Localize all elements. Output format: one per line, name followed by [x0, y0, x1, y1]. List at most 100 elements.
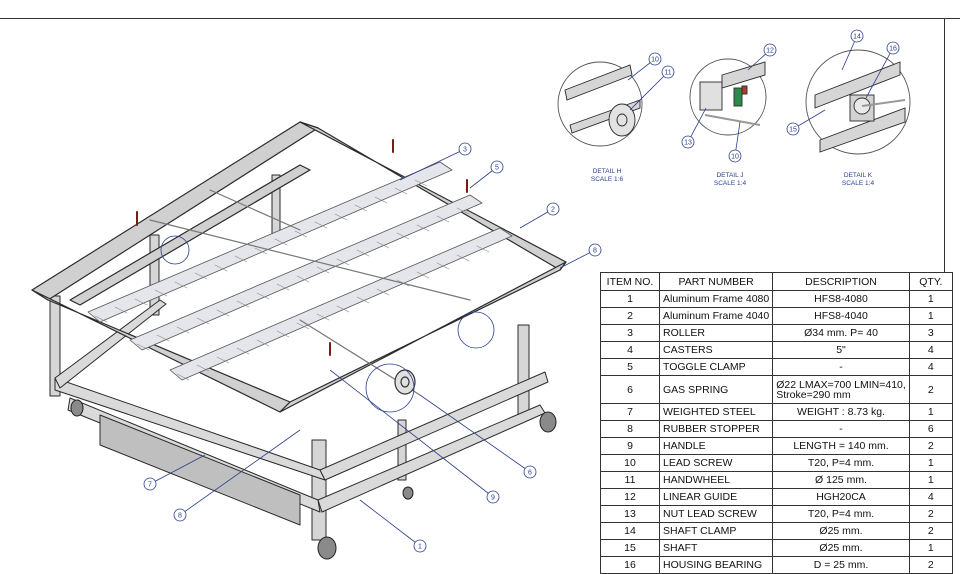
bom-item-no: 12 — [600, 488, 660, 506]
bom-description: LENGTH = 140 mm. — [772, 437, 910, 455]
bom-description: Ø22 LMAX=700 LMIN=410,Stroke=290 mm — [772, 375, 910, 404]
bom-part-number: CASTERS — [658, 341, 774, 359]
bom-description: D = 25 mm. — [772, 556, 910, 574]
detail-j-view — [689, 58, 767, 136]
bom-qty: 1 — [908, 290, 953, 308]
bom-part-number: RUBBER STOPPER — [658, 420, 774, 438]
bom-qty: 1 — [908, 539, 953, 557]
bom-description: 5" — [772, 341, 910, 359]
bom-part-number: HANDWHEEL — [658, 471, 774, 489]
bom-description-line-1: Ø22 LMAX=700 LMIN=410, — [776, 378, 906, 391]
balloon-12: 12 — [766, 48, 774, 55]
detail-k-caption: DETAIL K SCALE 1:4 — [823, 172, 893, 188]
detail-j-scale: SCALE 1:4 — [713, 180, 747, 187]
bom-part-number: Aluminum Frame 4040 — [658, 307, 774, 325]
detail-h-view — [557, 61, 643, 147]
bom-description-line-2: Stroke=290 mm — [776, 388, 851, 401]
bom-description: Ø 125 mm. — [772, 471, 910, 489]
balloon-14: 14 — [853, 34, 861, 41]
balloon-9: 9 — [491, 495, 495, 502]
bom-header-description: DESCRIPTION — [772, 272, 910, 291]
balloon-1: 1 — [418, 544, 422, 551]
detail-h-title: DETAIL H — [592, 168, 622, 175]
bom-qty: 2 — [908, 437, 953, 455]
lower-frame — [54, 299, 549, 513]
bom-item-no: 15 — [600, 539, 660, 557]
bom-part-number: HANDLE — [658, 437, 774, 455]
bom-part-number: NUT LEAD SCREW — [658, 505, 774, 523]
bom-part-number: LEAD SCREW — [658, 454, 774, 472]
detail-h-scale: SCALE 1:6 — [590, 176, 624, 183]
detail-h-caption: DETAIL H SCALE 1:6 — [572, 168, 642, 184]
bom-description: T20, P=4 mm. — [772, 505, 910, 523]
bom-description: Ø25 mm. — [772, 539, 910, 557]
balloon-10-j: 10 — [731, 154, 739, 161]
casters — [70, 399, 557, 560]
bom-qty: 2 — [908, 505, 953, 523]
detail-k-scale: SCALE 1:4 — [841, 180, 875, 187]
bom-item-no: 6 — [600, 375, 660, 404]
bom-part-number: SHAFT — [658, 539, 774, 557]
detail-k-view — [805, 49, 911, 155]
detail-k-title: DETAIL K — [843, 172, 873, 179]
bom-item-no: 10 — [600, 454, 660, 472]
bom-part-number: LINEAR GUIDE — [658, 488, 774, 506]
bom-qty: 1 — [908, 454, 953, 472]
bom-description: HFS8-4080 — [772, 290, 910, 308]
balloon-7: 7 — [148, 482, 152, 489]
bom-item-no: 4 — [600, 341, 660, 359]
upper-frame — [31, 121, 567, 413]
bom-qty: 4 — [908, 358, 953, 376]
bom-description: HGH20CA — [772, 488, 910, 506]
bom-qty: 2 — [908, 556, 953, 574]
detail-balloons: 10 11 12 13 10 14 16 15 — [627, 29, 900, 163]
bom-description: Ø25 mm. — [772, 522, 910, 540]
roller-ticks — [94, 179, 490, 381]
balloon-2: 2 — [551, 207, 555, 214]
bom-part-number: Aluminum Frame 4080 — [658, 290, 774, 308]
bom-item-no: 3 — [600, 324, 660, 342]
bom-item-no: 11 — [600, 471, 660, 489]
bom-part-number: ROLLER — [658, 324, 774, 342]
bom-qty: 4 — [908, 488, 953, 506]
bom-item-no: 8 — [600, 420, 660, 438]
balloon-11: 11 — [664, 70, 671, 77]
bom-qty: 2 — [908, 375, 953, 404]
bom-qty: 4 — [908, 341, 953, 359]
bom-description: - — [772, 420, 910, 438]
handwheel — [394, 369, 416, 395]
bom-header-item-no: ITEM NO. — [600, 272, 660, 291]
weighted-steel-plate — [99, 414, 301, 526]
frame-legs — [49, 174, 530, 541]
bom-header-row: ITEM NO. PART NUMBER DESCRIPTION QTY. — [600, 272, 953, 291]
bom-item-no: 14 — [600, 522, 660, 540]
bom-qty: 3 — [908, 324, 953, 342]
toggle-clamps — [136, 139, 468, 356]
detail-markers — [160, 235, 495, 413]
bom-qty: 2 — [908, 522, 953, 540]
bom-item-no: 1 — [600, 290, 660, 308]
bom-description: - — [772, 358, 910, 376]
bom-item-no: 7 — [600, 403, 660, 421]
bom-part-number: WEIGHTED STEEL — [658, 403, 774, 421]
bom-qty: 6 — [908, 420, 953, 438]
bom-header-part-number: PART NUMBER — [658, 272, 774, 291]
bom-qty: 1 — [908, 403, 953, 421]
bom-item-no: 13 — [600, 505, 660, 523]
main-assembly-view — [31, 121, 567, 560]
bom-part-number: GAS SPRING — [658, 375, 774, 404]
main-balloons: 3 5 2 8 6 9 1 7 8 — [143, 142, 602, 553]
